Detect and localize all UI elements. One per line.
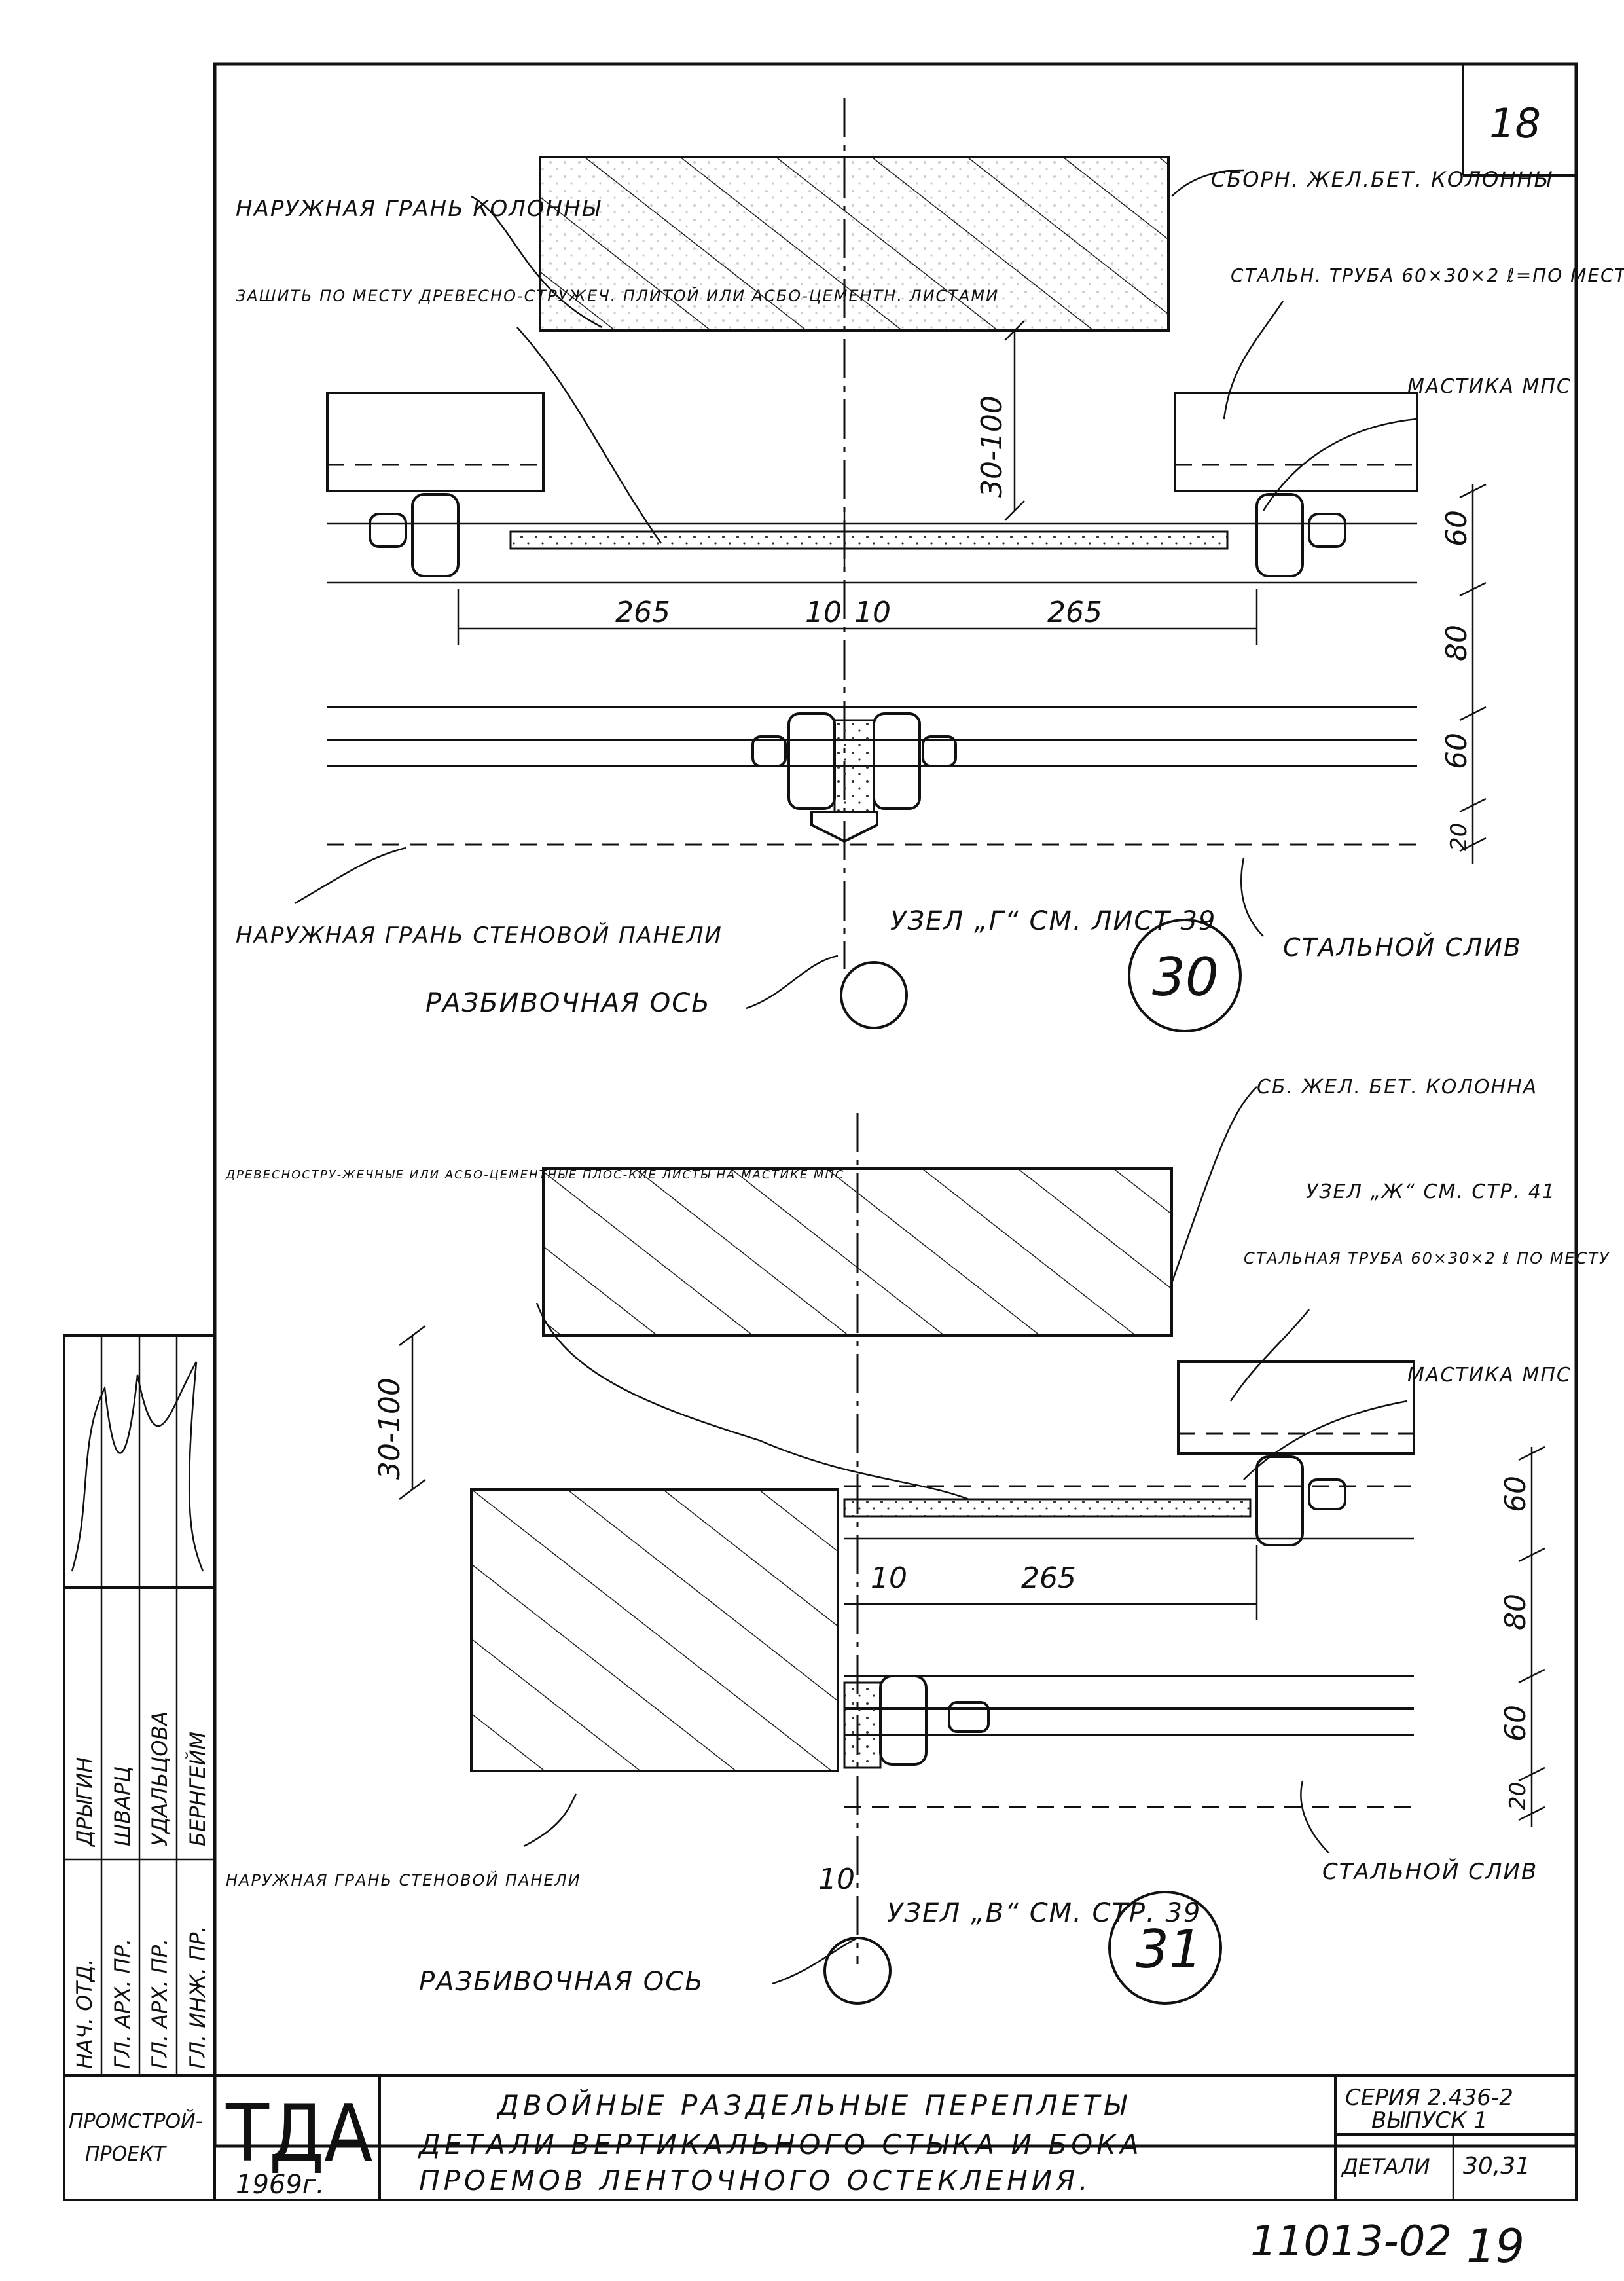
- detail-31-axis-bubble: [823, 1937, 892, 2005]
- detail-30-label-steel-tube: СТАЛЬН. ТРУБА 60×30×2 ℓ=ПО МЕСТУ: [1231, 265, 1624, 286]
- series-line-1: СЕРИЯ 2.436-2: [1345, 2085, 1513, 2111]
- detail-30-dim-v80: 80: [1440, 625, 1473, 661]
- detail-30-dim-v20: 20: [1446, 823, 1472, 851]
- detail-30-dim-right: 265: [1047, 596, 1102, 629]
- detail-31-dim-v20: 20: [1505, 1782, 1531, 1810]
- details-label: ДЕТАЛИ: [1341, 2154, 1430, 2179]
- detail-31-column: [542, 1167, 1173, 1337]
- title-line-2: ДЕТАЛИ ВЕРТИКАЛЬНОГО СТЫКА И БОКА: [418, 2128, 1143, 2161]
- detail-30-dim-left: 265: [615, 596, 670, 629]
- signature-name-1: ДРЫГИН: [72, 1757, 97, 1848]
- detail-30-dim-v60a: 60: [1440, 510, 1473, 547]
- detail-31-wall-block: [470, 1488, 839, 1772]
- stamp-number: 11013-02: [1250, 2217, 1452, 2266]
- signature-role-1: НАЧ. ОТД.: [72, 1959, 97, 2069]
- detail-30-dim-c1: 10: [805, 596, 842, 629]
- detail-30-axis-bubble: [840, 961, 908, 1029]
- org-line-2: ПРОЕКТ: [85, 2143, 168, 2166]
- title-line-1: ДВОЙНЫЕ РАЗДЕЛЬНЫЕ ПЕРЕПЛЕТЫ: [496, 2089, 1130, 2121]
- detail-31-dim-v60b: 60: [1499, 1705, 1532, 1742]
- org-line-1: ПРОМСТРОЙ-: [69, 2109, 202, 2133]
- detail-30-label-sheath: ЗАШИТЬ ПО МЕСТУ ДРЕВЕСНО-СТРУЖЕЧ. ПЛИТОЙ…: [236, 286, 999, 305]
- title-block: ПРОМСТРОЙ- ПРОЕКТ ТДА 1969г. ДВОЙНЫЕ РАЗ…: [63, 2074, 1578, 2201]
- detail-30-mullion-right: [873, 712, 921, 810]
- detail-31-number-circle: [1108, 1891, 1222, 2005]
- detail-30-tube-right: [1255, 493, 1304, 577]
- sheet-frame: [213, 62, 1578, 2148]
- detail-30-label-mastic: МАСТИКА МПС: [1407, 375, 1572, 398]
- detail-30: 30-100 265 10 10 265 60 80 60 20 30: [236, 98, 1624, 1032]
- detail-31-label-particle-board: ДРЕВЕСНОСТРУ-ЖЕЧНЫЕ ИЛИ АСБО-ЦЕМЕНТНЫЕ П…: [225, 1168, 844, 1182]
- signature-strip: НАЧ. ОТД. ГЛ. АРХ. ПР. ГЛ. АРХ. ПР. ГЛ. …: [63, 1334, 216, 2077]
- detail-30-sheath-strip: [509, 530, 1229, 550]
- detail-31-label-node-zh: УЗЕЛ „Ж“ СМ. СТР. 41: [1306, 1180, 1556, 1203]
- detail-31-dim-c2: 10: [818, 1863, 855, 1896]
- signature-role-4: ГЛ. ИНЖ. ПР.: [185, 1925, 210, 2069]
- detail-30-label-setting-axis: РАЗБИВОЧНАЯ ОСЬ: [425, 988, 711, 1018]
- detail-30-dim-c2: 10: [854, 596, 891, 629]
- year: 1969г.: [236, 2170, 325, 2200]
- detail-31-dim-gap: 30-100: [373, 1378, 406, 1480]
- signature-name-4: БЕРНГЕЙМ: [185, 1732, 210, 1846]
- detail-31-label-setting-axis: РАЗБИВОЧНАЯ ОСЬ: [419, 1967, 704, 1997]
- sheet-number: 18: [1489, 100, 1541, 147]
- details-value: 30,31: [1463, 2153, 1530, 2180]
- detail-31-dim-c1: 10: [871, 1561, 907, 1595]
- detail-31-label-column: СБ. ЖЕЛ. БЕТ. КОЛОННА: [1257, 1076, 1538, 1099]
- detail-30-label-outer-face-panel: НАРУЖНАЯ ГРАНЬ СТЕНОВОЙ ПАНЕЛИ: [236, 922, 723, 949]
- detail-31-label-outer-face-panel: НАРУЖНАЯ ГРАНЬ СТЕНОВОЙ ПАНЕЛИ: [226, 1870, 581, 1889]
- detail-30-mullion-left: [787, 712, 836, 810]
- detail-30-label-precast-column: СБОРН. ЖЕЛ.БЕТ. КОЛОННЫ: [1211, 167, 1553, 192]
- logo-tda: ТДА: [225, 2089, 372, 2180]
- signature-scribble: [71, 1361, 204, 1572]
- title-line-3: ПРОЕМОВ ЛЕНТОЧНОГО ОСТЕКЛЕНИЯ.: [419, 2164, 1092, 2197]
- detail-30-dim-v60b: 60: [1440, 733, 1473, 769]
- detail-30-number-circle: [1128, 919, 1242, 1032]
- signature-role-3: ГЛ. АРХ. ПР.: [147, 1939, 172, 2069]
- detail-31-sheath-strip: [843, 1498, 1252, 1518]
- detail-30-tube-left: [411, 493, 460, 577]
- detail-31-label-steel-drip: СТАЛЬНОЙ СЛИВ: [1322, 1858, 1538, 1885]
- detail-30-panel-left: [326, 392, 545, 492]
- signature-role-2: ГЛ. АРХ. ПР.: [110, 1939, 135, 2069]
- detail-30-label-node-ref: УЗЕЛ „Г“ СМ. ЛИСТ 39: [890, 906, 1216, 936]
- detail-31-label-node-ref: УЗЕЛ „В“ СМ. СТР. 39: [887, 1898, 1201, 1928]
- detail-30-panel-right: [1174, 392, 1418, 492]
- detail-30-label-outer-face-column: НАРУЖНАЯ ГРАНЬ КОЛОННЫ: [236, 196, 602, 222]
- detail-30-number: 30: [1152, 947, 1219, 1008]
- detail-31-label-mastic: МАСТИКА МПС: [1407, 1364, 1572, 1387]
- detail-31-dim-right: 265: [1021, 1561, 1076, 1595]
- detail-31-dim-v80: 80: [1499, 1594, 1532, 1630]
- detail-31-tube-top: [1255, 1455, 1304, 1546]
- detail-30-dim-gap: 30-100: [975, 395, 1009, 498]
- detail-31-panel-right: [1177, 1360, 1415, 1455]
- series-line-2: ВЫПУСК 1: [1371, 2108, 1488, 2134]
- stamp-page: 19: [1466, 2219, 1525, 2273]
- signature-name-3: УДАЛЬЦОВА: [147, 1711, 172, 1846]
- detail-31-number: 31: [1136, 1919, 1202, 1980]
- detail-31-tube-bottom: [879, 1675, 928, 1766]
- signature-name-2: ШВАРЦ: [110, 1766, 135, 1846]
- detail-30-label-steel-drip: СТАЛЬНОЙ СЛИВ: [1283, 933, 1522, 962]
- detail-31-label-steel-tube: СТАЛЬНАЯ ТРУБА 60×30×2 ℓ ПО МЕСТУ: [1244, 1249, 1610, 1268]
- detail-31: 30-100 10 265 10 60 80 60 20 31 ДРЕВЕСНО…: [225, 1076, 1610, 2005]
- detail-31-dim-v60a: 60: [1499, 1476, 1532, 1512]
